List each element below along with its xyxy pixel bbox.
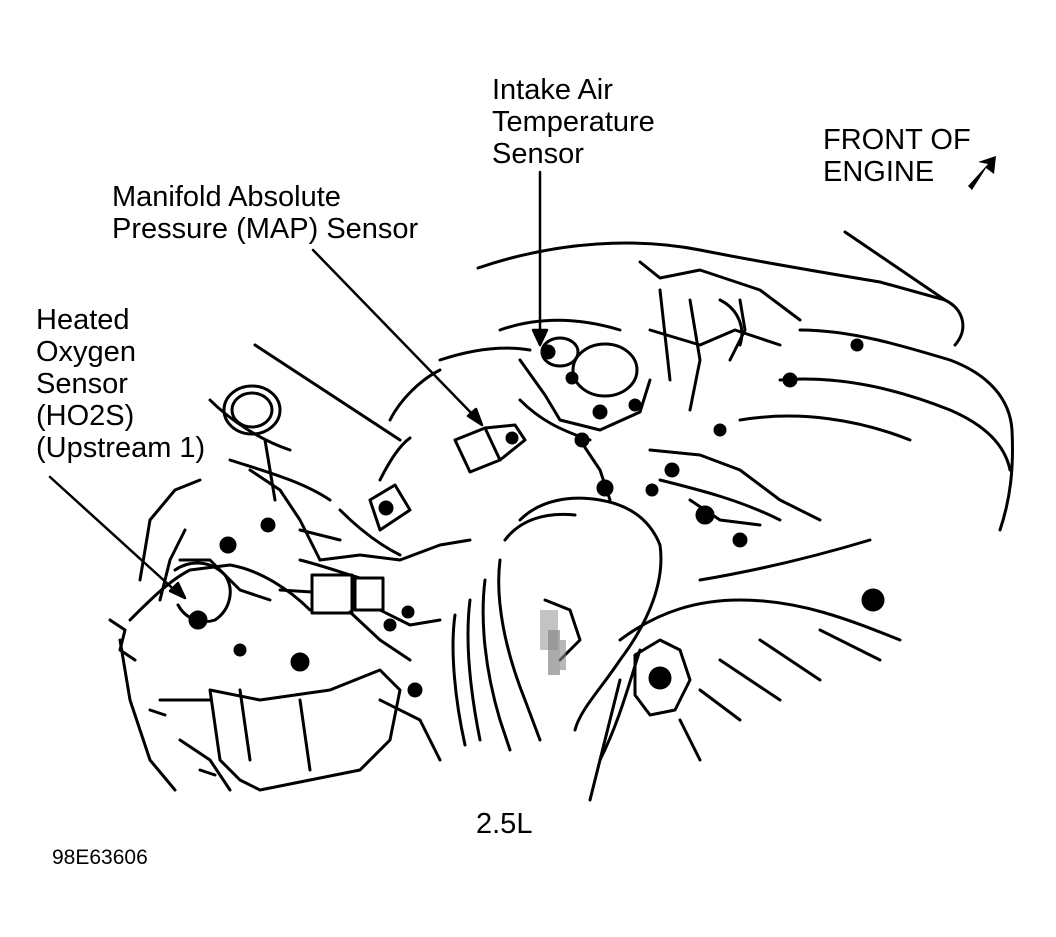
map-arrow-icon	[466, 407, 484, 427]
engine-size-label: 2.5L	[476, 808, 533, 840]
wiring-connector	[278, 558, 442, 662]
throttle-body	[518, 336, 652, 502]
iat-arrow-icon	[531, 328, 549, 347]
leader-lines	[48, 170, 549, 600]
map-sensor	[453, 423, 527, 474]
front-of-engine-label: FRONT OF ENGINE	[823, 124, 971, 188]
map-sensor-label: Manifold Absolute Pressure (MAP) Sensor	[112, 181, 419, 245]
ho2s-sensor-label: Heated Oxygen Sensor (HO2S) (Upstream 1)	[36, 304, 206, 464]
left-cylinder-head	[208, 343, 472, 562]
intake-plenum	[438, 230, 1014, 532]
map-leader-line	[311, 248, 480, 422]
exhaust-manifold	[108, 478, 442, 792]
front-direction-arrow-icon	[968, 156, 996, 190]
front-cover	[588, 598, 902, 802]
right-components	[645, 298, 885, 612]
iat-sensor-label: Intake Air Temperature Sensor	[492, 74, 655, 170]
ho2s-leader-line	[48, 475, 182, 597]
timing-cover	[451, 496, 663, 752]
shaded-area	[540, 610, 566, 675]
figure-code: 98E63606	[52, 846, 148, 869]
ho2s-arrow-icon	[168, 581, 187, 600]
